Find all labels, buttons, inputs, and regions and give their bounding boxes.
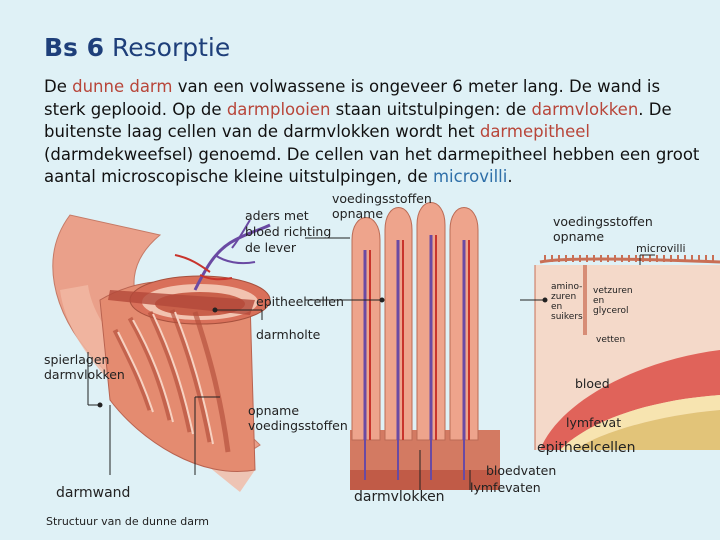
intro-text: . De buitenste laag cellen van de darmvl… (44, 99, 672, 142)
intro-text: De (44, 77, 73, 96)
label-bloedvaten: bloedvaten (486, 463, 557, 478)
label-microvilli: microvilli (636, 242, 686, 255)
intestine-tube (52, 214, 271, 492)
label-de-lever: de lever (245, 240, 296, 255)
title-number: Bs 6 (44, 33, 105, 62)
magnified-epithelium (534, 255, 720, 450)
label-lymfevat: lymfevat (566, 415, 622, 430)
label-bloed: bloed (575, 376, 610, 391)
intro-paragraph: De dunne darm van een volwassene is onge… (44, 76, 704, 189)
term-dunne-darm: dunne darm (72, 77, 173, 96)
term-microvilli: microvilli (432, 167, 508, 186)
label-bloed-richting: bloed richting (245, 224, 332, 239)
label-lymfevaten: lymfevaten (470, 480, 541, 495)
label-vetten: vetten (596, 335, 626, 345)
label-voedingsstoffen-opname-right: voedingsstoffen opname (553, 214, 653, 244)
label-epitheelcellen-right: epitheelcellen (537, 440, 636, 456)
label-aminozuren: amino- zuren en suikers (551, 282, 583, 322)
label-spierlagen: spierlagen darmvlokken (44, 352, 125, 382)
slide-title: Bs 6 Resorptie (44, 33, 230, 62)
label-voedingsstoffen-opname-top: voedingsstoffen opname (332, 191, 432, 221)
label-opname-voedingsstoffen: opname voedingsstoffen (248, 403, 348, 433)
intro-text: . (507, 167, 513, 186)
figure-caption: Structuur van de dunne darm (46, 515, 210, 528)
label-vetzuren: vetzuren en glycerol (593, 286, 633, 316)
intro-text: (darmdekweefsel) genoemd. De cellen van … (44, 144, 700, 187)
label-darmwand: darmwand (56, 485, 131, 501)
intro-text: staan uitstulpingen: de (330, 99, 532, 119)
title-text: Resorptie (104, 33, 231, 62)
label-epitheelcellen-left: epitheelcellen (256, 294, 344, 309)
term-darmplooien: darmplooien (226, 99, 331, 119)
term-darmepitheel: darmepitheel (479, 122, 591, 141)
label-aders-met: aders met (245, 208, 309, 223)
label-darmholte: darmholte (256, 327, 321, 342)
villi-section (350, 202, 500, 490)
leader-lines (87, 237, 655, 490)
term-darmvlokken: darmvlokken (531, 99, 639, 119)
blood-vessels (174, 219, 271, 291)
intro-text: van een volwassene is ongeveer 6 meter l… (44, 77, 661, 119)
label-darmvlokken: darmvlokken (354, 489, 445, 505)
